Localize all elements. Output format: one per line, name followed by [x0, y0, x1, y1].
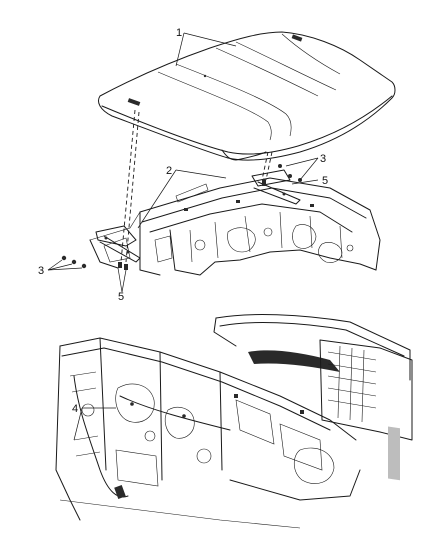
- callout-bolt-bottom: 5: [118, 291, 124, 303]
- release-handle: [114, 484, 126, 500]
- hood-hinge-left: [95, 225, 141, 263]
- engine-bay-view: [55, 314, 413, 529]
- leader-lines-top: [47, 32, 319, 293]
- callout-nut-left: 3: [38, 265, 44, 277]
- hood-hinge-right: [251, 169, 301, 205]
- hood-panel: [98, 31, 396, 161]
- fasteners: [61, 164, 302, 270]
- callout-nut-right: 3: [320, 153, 326, 165]
- leader-lines-bottom: [73, 407, 116, 441]
- hood-release-cable: [73, 375, 129, 498]
- callout-bolt-right: 5: [322, 175, 328, 187]
- cowl-structure-top: [89, 177, 381, 276]
- callout-cable: 4: [72, 403, 78, 415]
- callout-hood: 1: [176, 27, 182, 39]
- projection-lines: [120, 109, 273, 263]
- callout-hinge: 2: [166, 165, 172, 177]
